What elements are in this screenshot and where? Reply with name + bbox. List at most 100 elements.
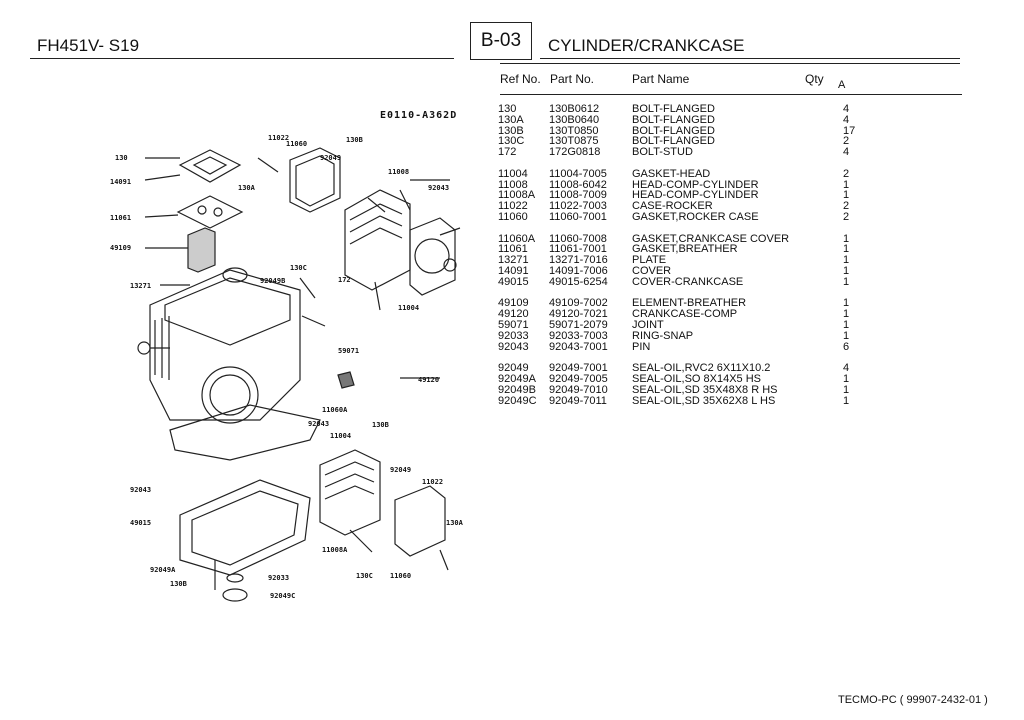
part-qty: 17: [843, 124, 856, 137]
part-row: 11008 11008-6042 HEAD-COMP-CYLINDER 1: [498, 178, 958, 191]
part-qty: 1: [843, 372, 850, 385]
callout-label: 130C: [356, 572, 373, 580]
diagram-code: E0110-A362D: [380, 110, 458, 121]
part-ref: 11004: [498, 167, 528, 180]
col-header-ref: Ref No.: [500, 72, 541, 86]
part-ref: 14091: [498, 264, 529, 277]
oil-seal-92049C: [222, 588, 248, 602]
callout-label: 92049: [320, 154, 341, 162]
callout-label: 172: [338, 276, 351, 284]
part-row: 92049B 92049-7010 SEAL-OIL,SD 35X48X8 R HS…: [498, 383, 958, 396]
part-qty: 1: [843, 329, 850, 342]
part-qty: 1: [843, 243, 850, 256]
crankcase-gasket: [169, 404, 321, 461]
part-name: GASKET,BREATHER: [632, 243, 738, 256]
part-name: PLATE: [632, 254, 667, 267]
part-ref: 11060A: [498, 232, 536, 245]
callout-label: 92043: [308, 420, 329, 428]
part-name: ELEMENT-BREATHER: [632, 297, 747, 310]
col-header-partno: Part No.: [550, 72, 595, 86]
part-ref: 130C: [498, 135, 525, 148]
callout-label: 92049C: [270, 592, 295, 600]
callout-label: 130: [115, 154, 128, 162]
part-ref: 92049B: [498, 383, 536, 396]
callout-label: 11004: [330, 432, 351, 440]
callout-label: 92043: [428, 184, 449, 192]
part-name: HEAD-COMP-CYLINDER: [632, 178, 759, 191]
rocker-case: [289, 147, 341, 213]
part-ref: 11022: [498, 200, 528, 213]
callout-label: 49109: [110, 244, 131, 252]
part-ref: 49120: [498, 308, 529, 321]
part-number: 11060-7001: [549, 210, 607, 223]
part-name: SEAL-OIL,SD 35X48X8 R HS: [632, 383, 778, 396]
callout-label: 92049A: [150, 566, 176, 574]
crankcase: [149, 269, 301, 421]
part-name: GASKET-HEAD: [632, 167, 711, 180]
part-name: CRANKCASE-COMP: [632, 308, 738, 321]
oil-seal-92049B: [222, 267, 248, 283]
header-rule: [30, 58, 454, 59]
part-number: 130T0850: [549, 124, 599, 137]
head-gasket: [409, 217, 456, 296]
part-ref: 11008: [498, 178, 528, 191]
part-number: 130B0640: [549, 113, 600, 126]
part-ref: 92049A: [498, 372, 536, 385]
part-ref: 130B: [498, 124, 524, 137]
part-name: SEAL-OIL,SD 35X62X8 L HS: [632, 394, 776, 407]
part-ref: 11061: [498, 243, 528, 256]
part-number: 92049-7010: [549, 383, 608, 396]
callout-label: 130B: [170, 580, 187, 588]
part-ref: 92033: [498, 329, 529, 342]
part-qty: 2: [843, 167, 850, 180]
part-ref: 92049: [498, 362, 529, 375]
cover-14091: [178, 149, 242, 183]
part-number: 130T0875: [549, 135, 599, 148]
part-number: 130B0612: [549, 103, 600, 115]
callout-label: 11022: [268, 134, 289, 142]
part-ref: 92049C: [498, 394, 537, 407]
part-qty: 1: [843, 178, 850, 191]
part-number: 11008-7009: [549, 189, 607, 202]
part-number: 14091-7006: [549, 264, 608, 277]
callout-label: 130B: [372, 421, 389, 429]
part-number: 92049-7001: [549, 362, 608, 375]
part-number: 92049-7005: [549, 372, 608, 385]
part-ref: 130A: [498, 113, 524, 126]
part-ref: 49015: [498, 275, 529, 288]
part-qty: 1: [843, 275, 850, 288]
callout-label: 11008A: [322, 546, 348, 554]
part-qty: 2: [843, 135, 850, 148]
table-header-rule: [500, 94, 962, 95]
part-qty: 1: [843, 383, 850, 396]
callout-label: 11022: [422, 478, 443, 486]
part-name: GASKET,CRANKCASE COVER: [632, 232, 790, 245]
part-qty: 1: [843, 232, 850, 245]
part-number: 49015-6254: [549, 275, 608, 288]
callout-label: 11004: [398, 304, 419, 312]
callout-label: 130A: [238, 184, 256, 192]
rocker-case-lower: [394, 485, 446, 557]
part-qty: 6: [843, 340, 850, 353]
part-number: 11008-6042: [549, 178, 607, 191]
cylinder-head-lower: [319, 449, 381, 536]
callout-label: 92043: [130, 486, 151, 494]
part-ref: 130: [498, 103, 517, 115]
part-number: 11004-7005: [549, 167, 607, 180]
part-number: 59071-2079: [549, 318, 608, 331]
